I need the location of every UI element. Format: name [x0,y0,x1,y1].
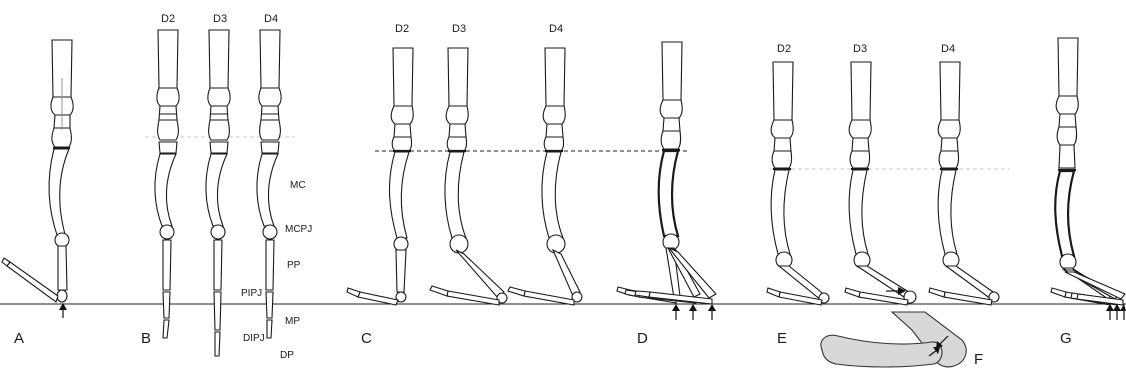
panel-c-d2-label: D2 [395,23,409,35]
panel-e-d4-label: D4 [941,43,955,55]
panel-f-label: F [974,351,983,368]
label-mcpj: MCPJ [285,224,312,235]
panel-b-d3-label: D3 [213,13,227,25]
panel-e-digit-d4 [929,62,999,305]
panel-c-d3-label: D3 [452,23,466,35]
panel-g-load-arrows [1106,304,1126,320]
label-mp: MP [285,316,300,327]
panel-d-superimposed-digits [617,42,716,304]
panel-e-d2-label: D2 [777,43,791,55]
panel-c-label: C [361,330,372,347]
panel-b-digit-d3 [206,30,230,356]
panel-c-d4-label: D4 [549,23,563,35]
panel-d-load-arrows [672,304,716,320]
panel-b-d2-label: D2 [161,13,175,25]
panel-c-digit-d4 [508,48,582,305]
panel-e-d3-label: D3 [853,43,867,55]
panel-b-digit-d2 [155,30,179,338]
label-dp: DP [280,350,294,361]
label-pp: PP [287,260,301,271]
panel-f-joint-inset [821,312,966,367]
panel-b-label: B [141,330,151,347]
panel-d-label: D [637,330,648,347]
panel-g-superimposed-digits [1051,38,1125,305]
label-pipj: PIPJ [241,288,262,299]
panel-c-digit-d3 [430,48,507,305]
panel-e-digit-d2 [767,62,829,305]
panel-a-load-arrow [59,303,67,318]
panel-g-label: G [1060,330,1072,347]
panel-b-d4-label: D4 [264,13,278,25]
panel-a-label: A [14,330,24,347]
panel-a-limb [2,40,73,302]
label-mc: MC [290,180,306,191]
panel-c-digit-d2 [347,48,413,305]
label-dipj: DIPJ [243,333,265,344]
panel-e-digit-d3 [845,62,916,305]
panel-e-label: E [777,330,787,347]
